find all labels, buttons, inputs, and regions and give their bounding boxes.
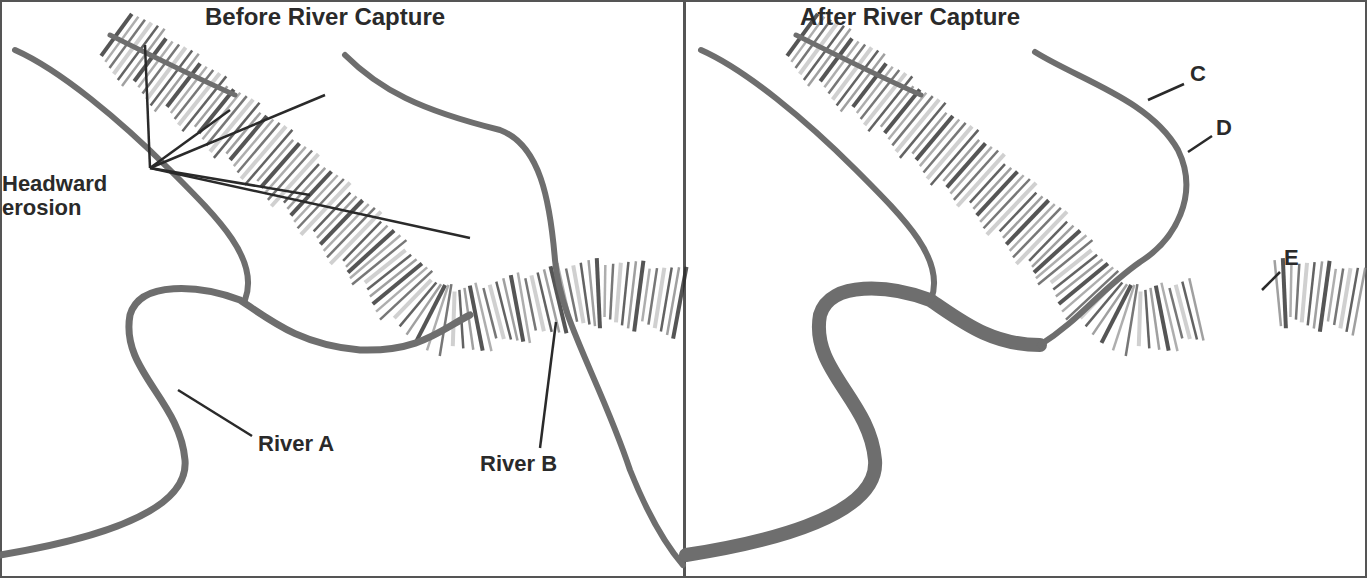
hachure-stroke bbox=[987, 183, 1036, 235]
hachure-stroke bbox=[642, 269, 649, 322]
hachure-stroke bbox=[603, 265, 606, 317]
hachure-stroke bbox=[1051, 250, 1092, 282]
hachure-stroke bbox=[531, 275, 543, 331]
leader-line bbox=[1188, 136, 1212, 152]
river-a bbox=[0, 289, 470, 555]
hachure-stroke bbox=[980, 175, 1023, 222]
river-b bbox=[345, 55, 683, 565]
captured-river bbox=[1035, 52, 1186, 345]
hachure-stroke bbox=[1126, 284, 1138, 356]
hachure-stroke bbox=[496, 282, 511, 340]
hachure-stroke bbox=[301, 183, 350, 235]
hachure-stroke bbox=[1013, 208, 1061, 258]
leader-line bbox=[150, 168, 470, 238]
hachure-stroke bbox=[1000, 193, 1037, 232]
feature-label: Headward erosion bbox=[2, 172, 132, 220]
leader-line bbox=[178, 390, 252, 436]
hachure-stroke bbox=[923, 123, 965, 173]
hachure-stroke bbox=[453, 291, 455, 346]
hachure-stroke bbox=[352, 240, 406, 284]
feature-label: River A bbox=[258, 432, 334, 456]
hachure-stroke bbox=[589, 260, 595, 326]
hachure-stroke bbox=[1328, 269, 1336, 322]
rivers bbox=[0, 35, 1186, 565]
hachure-stroke bbox=[804, 26, 844, 80]
hachure-stroke bbox=[1010, 204, 1055, 251]
hachure-stroke bbox=[1189, 278, 1203, 340]
feature-label: D bbox=[1216, 116, 1232, 140]
panel-heading: Before River Capture bbox=[205, 4, 445, 30]
river-a bbox=[686, 289, 1040, 555]
panel-heading: After River Capture bbox=[800, 4, 1020, 30]
hachure-stroke bbox=[1275, 260, 1281, 326]
hachure-stroke bbox=[365, 250, 406, 282]
hachure-stroke bbox=[298, 179, 344, 228]
hachure-stroke bbox=[118, 26, 158, 80]
feature-label: E bbox=[1284, 246, 1299, 270]
hachure-stroke bbox=[314, 193, 351, 232]
hachure-stroke bbox=[957, 154, 1004, 206]
hachure-stroke bbox=[1176, 285, 1190, 339]
hachure-stroke bbox=[1302, 263, 1307, 323]
hachure-stroke bbox=[518, 272, 530, 342]
hachure-stroke bbox=[490, 285, 504, 339]
hachure-stroke bbox=[896, 99, 939, 151]
hachure-stroke bbox=[973, 168, 1011, 209]
hachure-stroke bbox=[511, 275, 523, 341]
leader-line bbox=[150, 95, 325, 168]
hachure-stroke bbox=[470, 286, 483, 351]
hachure-stroke bbox=[970, 164, 1005, 202]
hachure-stroke bbox=[673, 267, 686, 339]
hachure-stroke bbox=[294, 175, 337, 222]
hachure-stroke bbox=[1353, 268, 1366, 336]
feature-label: C bbox=[1190, 62, 1206, 86]
hachure-stroke bbox=[101, 14, 132, 56]
hachure-stroke bbox=[1139, 291, 1141, 346]
hachure-stroke bbox=[927, 126, 972, 178]
hachure-stroke bbox=[241, 126, 286, 178]
hachure-stroke bbox=[440, 284, 452, 356]
leader-line bbox=[145, 45, 150, 168]
tributary bbox=[796, 35, 921, 95]
hachure-stroke bbox=[1296, 264, 1299, 320]
hachure-stroke bbox=[1156, 286, 1169, 351]
hachure-stroke bbox=[367, 255, 411, 290]
hachure-stroke bbox=[257, 140, 293, 181]
hachure-stroke bbox=[1308, 262, 1315, 325]
hachure-stroke bbox=[912, 113, 946, 154]
hachure-stroke bbox=[1289, 265, 1292, 317]
hachure-stroke bbox=[610, 264, 613, 320]
escarpment-hachures bbox=[101, 14, 1365, 356]
hachure-stroke bbox=[343, 222, 381, 261]
hachure-stroke bbox=[581, 263, 590, 325]
leader-line bbox=[150, 110, 230, 168]
hachure-stroke bbox=[538, 272, 552, 331]
hachure-stroke bbox=[1029, 222, 1067, 261]
hachure-stroke bbox=[984, 179, 1030, 228]
panel-frame bbox=[1, 1, 684, 577]
feature-label: River B bbox=[480, 452, 557, 476]
hachure-stroke bbox=[622, 262, 628, 325]
hachure-stroke bbox=[954, 151, 998, 200]
hachure-stroke bbox=[1053, 255, 1097, 290]
tributary bbox=[110, 35, 235, 95]
hachure-stroke bbox=[1145, 290, 1149, 348]
leader-line bbox=[1148, 84, 1184, 100]
leader-lines bbox=[145, 45, 1280, 448]
hachure-stroke bbox=[597, 258, 600, 328]
hachure-stroke bbox=[210, 99, 253, 151]
panel-frame bbox=[685, 1, 1366, 577]
hachure-stroke bbox=[1182, 282, 1197, 340]
leader-line bbox=[1262, 272, 1280, 290]
hachure-stroke bbox=[1038, 240, 1092, 284]
leader-line bbox=[540, 322, 556, 448]
hachure-stroke bbox=[284, 164, 319, 202]
hachure-stroke bbox=[237, 123, 279, 173]
hachure-stroke bbox=[943, 140, 979, 181]
hachure-stroke bbox=[616, 263, 621, 323]
